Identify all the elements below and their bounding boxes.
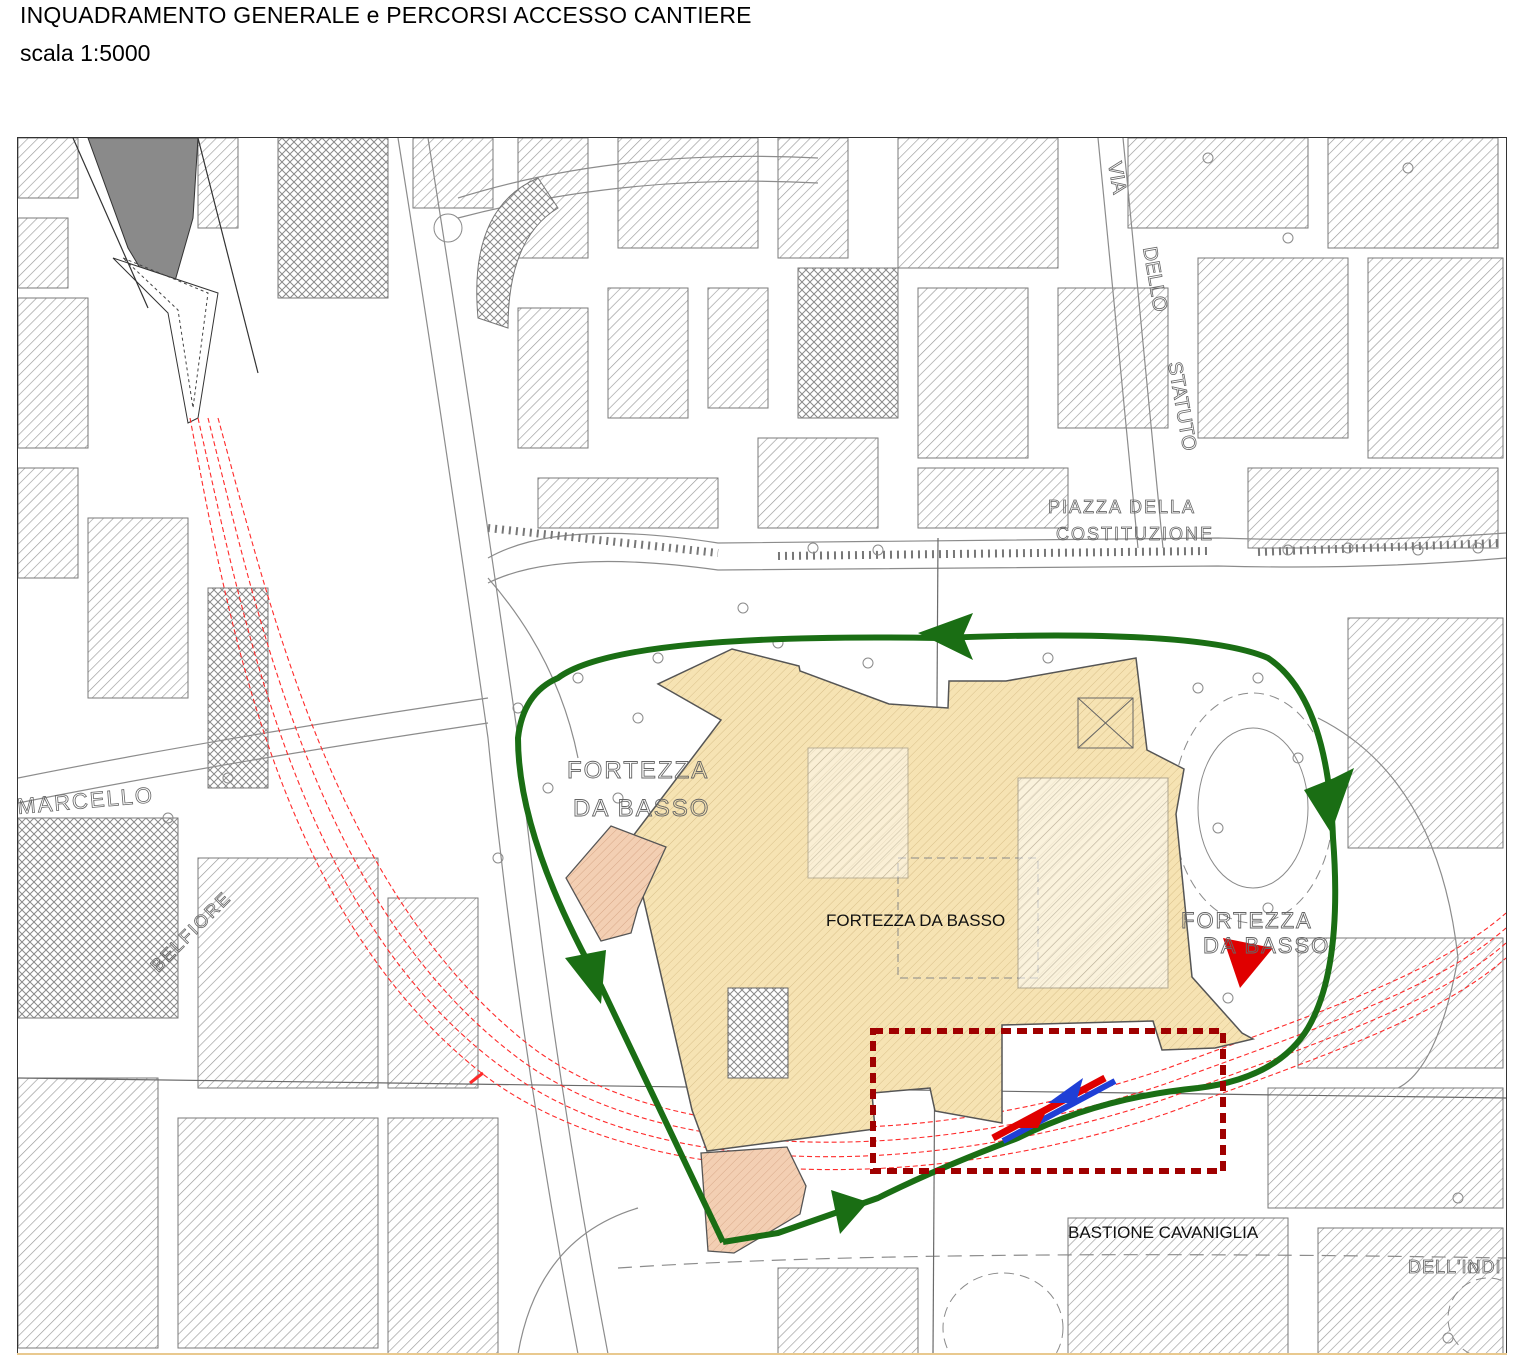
fortress-outline [565,648,1256,1254]
road-ticks [487,524,1499,560]
construction-site-boundary [870,1028,1226,1174]
page-title: INQUADRAMENTO GENERALE e PERCORSI ACCESS… [20,2,752,28]
map-frame[interactable]: FORTEZZA DA BASSO BASTIONE CAVANIGLIA FO… [17,137,1507,1355]
label-indip: DELL'INDI [1408,1257,1501,1277]
label-bastione: BASTIONE CAVANIGLIA [1068,1223,1259,1242]
label-fortezza-1a: FORTEZZA [567,757,709,784]
bottom-border [17,1353,1507,1369]
label-fortezza-2b: DA BASSO [1203,933,1330,958]
route-arrow-icon [565,613,1354,1234]
site-access-arrow-icon [991,938,1273,1144]
building-blocks [18,138,1504,1354]
label-via: VIA [1103,160,1130,196]
label-fortezza-1b: DA BASSO [573,795,710,822]
label-marcello: MARCELLO [18,782,155,819]
label-fortezza-main: FORTEZZA DA BASSO [826,911,1005,930]
label-piazza-2: COSTITUZIONE [1056,524,1214,544]
label-fortezza-2a: FORTEZZA [1181,908,1313,933]
park-feature [476,177,559,329]
station-structure [72,138,259,424]
map-canvas[interactable]: FORTEZZA DA BASSO BASTIONE CAVANIGLIA FO… [18,138,1506,1354]
access-route-path [515,632,1339,1245]
label-statuto: STATUTO [1163,360,1200,452]
scale-label: scala 1:5000 [20,40,151,66]
label-piazza-1: PIAZZA DELLA [1048,497,1196,517]
